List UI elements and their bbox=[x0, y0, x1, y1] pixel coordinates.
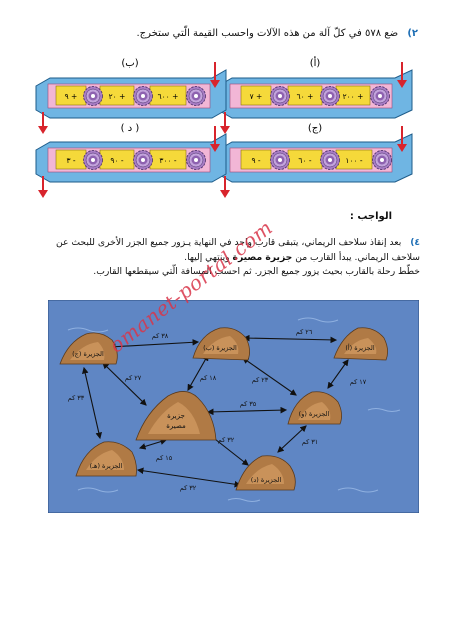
machine-b-out-arrow-icon bbox=[38, 112, 48, 134]
route-w-d bbox=[277, 425, 307, 453]
island-w bbox=[287, 391, 342, 425]
machine-a-op-2: ٦٠ + bbox=[297, 92, 314, 101]
machine-a-op-1: ٢٠٠ + bbox=[343, 92, 364, 101]
distance-j-b: ٣٨ كم bbox=[152, 332, 169, 340]
distance-h-d: ٣٢ كم bbox=[180, 484, 197, 492]
machine-a: (أ) ٢٠٠ + ٦٠ + ٧ + bbox=[217, 56, 413, 134]
routes bbox=[82, 334, 349, 488]
machine-b-gear-3 bbox=[83, 86, 103, 106]
machine-d-op-2: ٩٠ - bbox=[110, 156, 123, 165]
machine-j: (ج) ١٠٠ - ٦٠ - ٩ - bbox=[217, 123, 413, 198]
distance-m-d: ٣٢ كم bbox=[218, 436, 235, 444]
machine-d-gear-2 bbox=[133, 150, 153, 170]
distance-j-h: ٣٣ كم bbox=[68, 394, 85, 402]
machine-j-in-arrow-icon bbox=[397, 126, 407, 152]
machine-d-in-arrow-icon bbox=[210, 126, 220, 152]
route-b-w bbox=[242, 357, 297, 396]
machine-j-gear-2 bbox=[320, 150, 340, 170]
island-masirah-name-2: مصيرة bbox=[166, 422, 186, 430]
machine-b-label: (ب) bbox=[121, 58, 138, 69]
question-4-line-2-start: سلاحف الريماني. يبدأ القارب من bbox=[292, 251, 420, 263]
machine-j-op-1: ١٠٠ - bbox=[345, 156, 362, 165]
island-h-name: الجزيرة (هـ) bbox=[90, 462, 123, 470]
addition-machines: (أ) ٢٠٠ + ٦٠ + ٧ + (ب) ٦٠٠ + ٢٠ + bbox=[35, 56, 413, 198]
machine-b-in-arrow-icon bbox=[210, 62, 220, 88]
distance-a-w: ١٧ كم bbox=[350, 378, 367, 386]
question-2-number: ٢) bbox=[407, 28, 418, 39]
island-a bbox=[333, 327, 388, 361]
question-4: ٤) بعد إنقاذ سلاحف الريماني، يتبقى قارب … bbox=[20, 236, 420, 280]
question-4-line-2-end: وينتهي إليها. bbox=[184, 251, 233, 263]
machine-j-out-arrow-icon bbox=[220, 176, 230, 198]
islands-map: الجزيرة (ج) الجزيرة (ب) الجزيرة (أ) الجز… bbox=[48, 300, 419, 513]
machine-a-gear-2 bbox=[320, 86, 340, 106]
route-b-m bbox=[187, 354, 209, 391]
machine-a-label: (أ) bbox=[310, 56, 321, 69]
machine-a-in-arrow-icon bbox=[397, 62, 407, 88]
question-2-text: ضع ٥٧٨ في كلّ آلة من هذه الآلات واحسب ال… bbox=[136, 28, 399, 39]
machine-b-op-1: ٦٠٠ + bbox=[158, 92, 179, 101]
island-w-name: الجزيرة (و) bbox=[299, 410, 330, 418]
machine-a-gear-1 bbox=[370, 86, 390, 106]
machine-j-op-2: ٦٠ - bbox=[298, 156, 311, 165]
island-masirah-name-1: جزيرة bbox=[167, 412, 185, 420]
machine-d-out-arrow-icon bbox=[38, 176, 48, 198]
homework-title: الواجب : bbox=[349, 211, 392, 222]
sea-waves bbox=[67, 317, 401, 502]
question-4-number: ٤) bbox=[410, 237, 420, 248]
island-j bbox=[59, 332, 118, 365]
machine-d-gear-3 bbox=[83, 150, 103, 170]
machine-j-gear-3 bbox=[270, 150, 290, 170]
machine-d-op-1: ٣٠٠ - bbox=[159, 156, 176, 165]
machine-b-gear-1 bbox=[186, 86, 206, 106]
distance-b-a: ٢٦ كم bbox=[296, 328, 313, 336]
distance-j-m: ٢٧ كم bbox=[125, 374, 142, 382]
question-4-line-1: ٤) بعد إنقاذ سلاحف الريماني، يتبقى قارب … bbox=[20, 236, 420, 251]
route-b-a bbox=[242, 334, 338, 344]
machine-j-gear-1 bbox=[372, 150, 392, 170]
machine-a-out-arrow-icon bbox=[220, 112, 230, 134]
question-4-line-1-text: بعد إنقاذ سلاحف الريماني، يتبقى قارب واح… bbox=[56, 237, 402, 248]
island-masirah bbox=[135, 391, 217, 441]
island-d-name: الجزيرة (د) bbox=[251, 476, 282, 484]
machine-j-op-3: ٩ - bbox=[251, 156, 260, 165]
machine-b-gear-2 bbox=[133, 86, 153, 106]
question-4-line-3: خطّط رحلة بالقارب بحيث يزور جميع الجزر. … bbox=[93, 266, 420, 277]
machine-j-label: (ج) bbox=[308, 123, 322, 134]
machine-b: (ب) ٦٠٠ + ٢٠ + ٩ + bbox=[35, 58, 227, 134]
island-d bbox=[235, 455, 296, 491]
route-j-h bbox=[82, 366, 102, 440]
route-m-w bbox=[206, 406, 288, 416]
machine-d-op-3: ٣ - bbox=[66, 156, 75, 165]
machine-d: ( د ) ٣٠٠ - ٩٠ - ٣ - bbox=[35, 123, 227, 198]
distance-w-d: ٣١ كم bbox=[302, 438, 318, 446]
distance-m-h: ١٥ كم bbox=[156, 454, 173, 462]
island-j-name: الجزيرة (ج) bbox=[72, 350, 104, 358]
question-4-line-2: سلاحف الريماني. يبدأ القارب من جزيرة مصي… bbox=[20, 251, 420, 266]
machine-a-gear-3 bbox=[270, 86, 290, 106]
distance-b-m: ١٨ كم bbox=[200, 374, 217, 382]
route-h-d bbox=[136, 467, 242, 488]
machine-a-op-3: ٧ + bbox=[250, 92, 263, 101]
distance-m-w: ٣٥ كم bbox=[240, 400, 257, 408]
machine-b-op-3: ٩ + bbox=[65, 92, 78, 101]
island-b bbox=[192, 327, 250, 361]
route-m-h bbox=[138, 438, 168, 450]
route-j-m bbox=[102, 362, 147, 406]
question-2: ٢) ضع ٥٧٨ في كلّ آلة من هذه الآلات واحسب… bbox=[18, 28, 418, 39]
machine-d-gear-1 bbox=[186, 150, 206, 170]
route-j-b bbox=[108, 339, 200, 350]
machine-d-label: ( د ) bbox=[121, 123, 140, 134]
island-h bbox=[75, 441, 137, 477]
island-a-name: الجزيرة (أ) bbox=[345, 343, 375, 352]
question-4-start-island: جزيرة مصيرة bbox=[232, 251, 293, 263]
island-b-name: الجزيرة (ب) bbox=[203, 344, 237, 352]
route-a-w bbox=[327, 359, 349, 389]
distance-b-w: ٢٣ كم bbox=[252, 376, 269, 384]
machine-b-op-2: ٢٠ + bbox=[109, 92, 126, 101]
